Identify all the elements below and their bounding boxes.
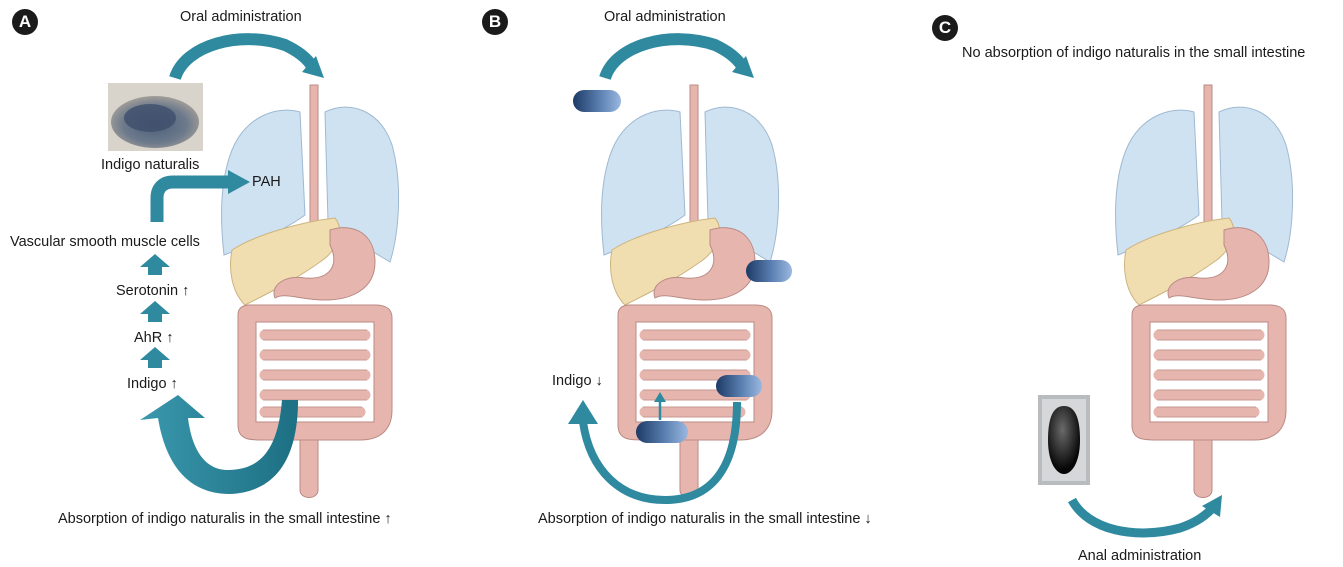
panel-a-badge: A xyxy=(12,9,38,35)
capsule-released xyxy=(636,421,688,443)
chain-step-vsmc: Vascular smooth muscle cells xyxy=(10,235,200,250)
panel-a: A Oral administration Indigo naturalis P… xyxy=(0,0,450,567)
panel-c-bottom-label: Anal administration xyxy=(1078,549,1201,564)
panel-a-bottom-label: Absorption of indigo naturalis in the sm… xyxy=(58,512,392,527)
pah-label: PAH xyxy=(252,175,281,190)
panel-c-badge: C xyxy=(932,15,958,41)
panel-b-oral-label: Oral administration xyxy=(604,10,726,25)
suppository-photo xyxy=(1038,395,1090,485)
panel-a-photo-label: Indigo naturalis xyxy=(101,158,199,173)
chain-step-serotonin: Serotonin ↑ xyxy=(116,284,189,299)
panel-b-badge: B xyxy=(482,9,508,35)
capsule-oral xyxy=(573,90,621,112)
capsule-intestine xyxy=(716,375,762,397)
chain-step-ahr: AhR ↑ xyxy=(134,331,174,346)
panel-c: C No absorption of indigo naturalis in t… xyxy=(900,0,1343,567)
panel-b-bottom-label: Absorption of indigo naturalis in the sm… xyxy=(538,512,872,527)
pah-arrow xyxy=(157,182,232,222)
oral-arrow xyxy=(175,39,312,78)
panel-c-top-label: No absorption of indigo naturalis in the… xyxy=(962,46,1305,61)
anal-arrow xyxy=(1072,500,1215,533)
panel-c-illustration xyxy=(900,0,1343,567)
sweep-arrowhead xyxy=(568,400,598,424)
capsule-stomach xyxy=(746,260,792,282)
oral-arrow xyxy=(605,39,742,78)
chain-step-indigo: Indigo ↑ xyxy=(127,377,178,392)
panel-b: B Oral administration Indigo ↓ Absorptio… xyxy=(450,0,900,567)
indigo-powder-photo xyxy=(108,83,203,151)
panel-b-indigo-label: Indigo ↓ xyxy=(552,374,603,389)
chain-arrows xyxy=(140,254,170,368)
panel-a-illustration xyxy=(0,0,450,567)
panel-b-illustration xyxy=(450,0,900,567)
panel-a-oral-label: Oral administration xyxy=(180,10,302,25)
